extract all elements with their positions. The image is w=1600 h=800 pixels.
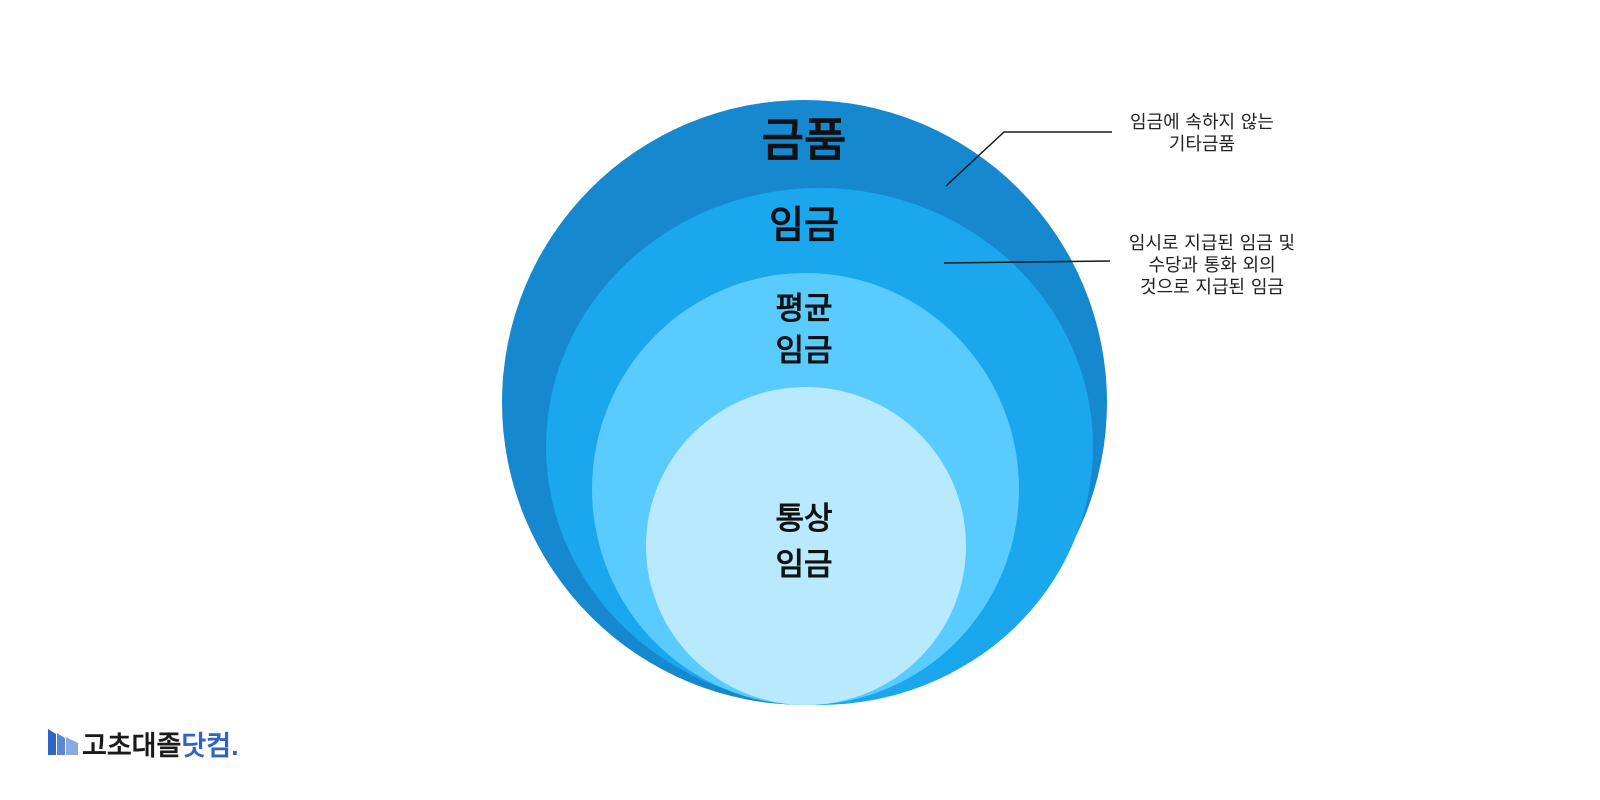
annotation-other-money-line-2: 기타금품 xyxy=(1168,134,1236,155)
annotation-other-money-line-1: 임금에 속하지 않는 xyxy=(1130,112,1274,133)
annotation-temporary-wage-line-3: 것으로 지급된 임금 xyxy=(1140,277,1284,298)
annotation-temporary-wage-line-1: 임시로 지급된 임금 및 xyxy=(1128,233,1296,254)
annotation-temporary-wage-line-2: 수당과 통화 외의 xyxy=(1148,255,1276,276)
leader-line-outer xyxy=(945,131,1112,187)
building-bars-icon xyxy=(48,729,78,755)
brand-logo-dot: . xyxy=(231,731,239,761)
leader-line-wage xyxy=(943,260,1111,264)
label-outer-money: 금품 xyxy=(761,113,847,167)
brand-logo-text-blue: 닷컴 xyxy=(181,731,232,761)
annotation-other-money: 임금에 속하지 않는 기타금품 xyxy=(1082,112,1322,156)
brand-logo-text-dark: 고초대졸 xyxy=(82,731,182,761)
label-average-wage-line-1: 평균 xyxy=(775,291,833,327)
circle-regular-wage xyxy=(646,387,966,705)
annotation-temporary-wage: 임시로 지급된 임금 및 수당과 통화 외의 것으로 지급된 임금 xyxy=(1092,233,1332,299)
label-average-wage: 평균 임금 xyxy=(704,288,904,372)
brand-logo-text: 고초대졸닷컴. xyxy=(82,724,239,763)
label-regular-wage-line-2: 임금 xyxy=(775,547,833,583)
label-wage: 임금 xyxy=(769,203,839,247)
label-regular-wage: 통상 임금 xyxy=(704,496,904,588)
label-regular-wage-line-1: 통상 xyxy=(775,501,833,537)
label-average-wage-line-2: 임금 xyxy=(775,333,833,369)
